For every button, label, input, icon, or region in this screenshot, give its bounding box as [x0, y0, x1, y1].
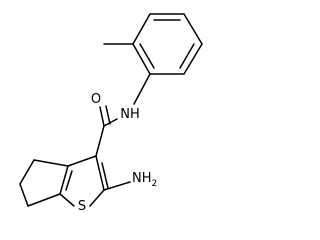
- tolyl-ring: [132, 13, 203, 75]
- bond: [59, 165, 69, 195]
- sulfur-label: S: [78, 199, 86, 214]
- double-bond-inner: [65, 170, 73, 191]
- bond: [132, 43, 151, 75]
- bond: [132, 13, 151, 45]
- thiophene-ring: [59, 155, 109, 207]
- bond: [67, 155, 97, 167]
- bond: [19, 183, 29, 207]
- bond: [183, 13, 203, 45]
- amino-nh-text: NH: [132, 171, 152, 186]
- bond: [19, 159, 35, 185]
- cyclopentane-ring: [19, 159, 69, 207]
- amino-subscript: 2: [152, 179, 158, 189]
- carbonyl-to-ring-bond: [95, 125, 105, 157]
- carbonyl-double-bond: [99, 106, 105, 127]
- bond: [27, 193, 61, 207]
- double-bond-inner: [139, 43, 155, 69]
- oxygen-label: O: [91, 92, 101, 107]
- double-bond-inner: [101, 162, 109, 189]
- bond: [183, 43, 203, 75]
- amino-label: NH2: [132, 171, 157, 189]
- bond: [89, 189, 105, 207]
- carbonyl-double-bond: [105, 105, 111, 125]
- amide-nh-label: NH: [120, 107, 140, 122]
- amino-bond: [103, 181, 131, 191]
- bond: [95, 155, 105, 191]
- bond: [59, 193, 75, 207]
- chemical-structure-diagram: O NH S NH2: [19, 13, 203, 214]
- carbonyl-c-n-bond: [103, 118, 118, 127]
- bond: [33, 159, 69, 167]
- double-bond-inner: [179, 43, 195, 69]
- n-aryl-bond: [133, 73, 151, 105]
